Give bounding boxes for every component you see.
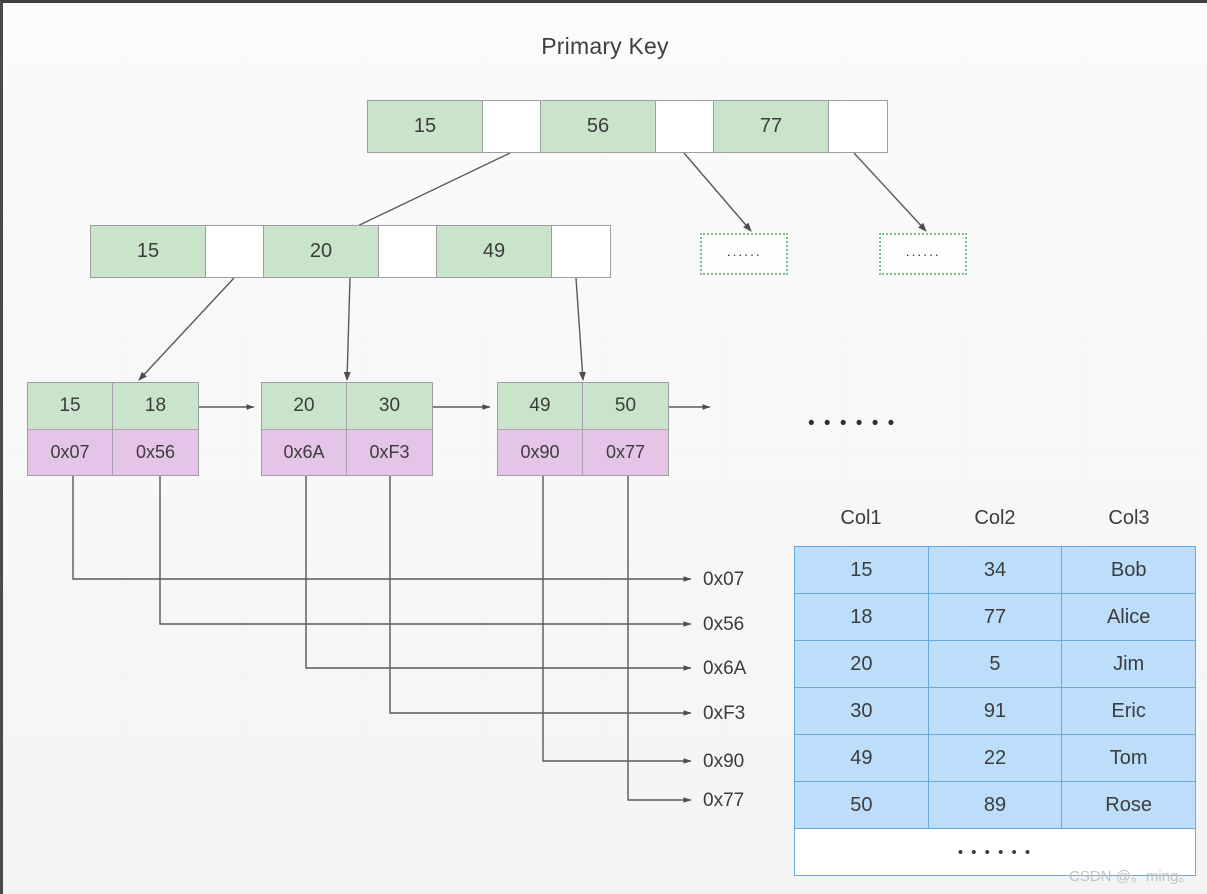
- wire-0x6A: [305, 476, 692, 671]
- internal-key-cell-2[interactable]: 49: [437, 226, 552, 277]
- address-label-0x77: 0x77: [703, 790, 745, 811]
- leaf-node-3[interactable]: 49 50 0x90 0x77: [497, 382, 669, 476]
- internal-pointer-cell-0[interactable]: [206, 226, 264, 277]
- address-label-0x6A: 0x6A: [703, 658, 747, 679]
- table-cell: 91: [927, 687, 1063, 735]
- table-cell: 15: [794, 546, 929, 594]
- address-label-0x56: 0x56: [703, 614, 745, 635]
- leaf-2-key-row: 20 30: [262, 383, 432, 430]
- edge-root-to-placeholder-1: [683, 152, 752, 232]
- table-cell: Tom: [1061, 734, 1196, 782]
- table-row[interactable]: 50 89 Rose: [794, 781, 1196, 829]
- table-more-cell: • • • • • •: [794, 828, 1196, 876]
- edge-internal-to-leaf-1: [138, 277, 235, 381]
- internal-key-cell-1[interactable]: 20: [264, 226, 379, 277]
- leaf-1-key-1[interactable]: 18: [113, 383, 198, 429]
- data-table-header: Col1 Col2 Col3: [794, 507, 1196, 530]
- wire-0xF3: [389, 476, 692, 716]
- column-header-col3: Col3: [1108, 507, 1150, 529]
- edge-internal-to-leaf-2: [343, 277, 351, 381]
- edge-root-to-placeholder-2: [853, 152, 927, 232]
- table-cell: Rose: [1061, 781, 1196, 829]
- table-cell: 20: [794, 640, 929, 688]
- edge-internal-to-leaf-3: [575, 277, 586, 381]
- table-cell: 5: [927, 640, 1063, 688]
- wire-0x07: [72, 476, 692, 582]
- placeholder-ellipsis-1: ······: [726, 246, 762, 262]
- internal-pointer-cell-1[interactable]: [379, 226, 437, 277]
- table-row[interactable]: 18 77 Alice: [794, 593, 1196, 641]
- table-cell: Jim: [1061, 640, 1196, 688]
- table-cell: Eric: [1061, 687, 1196, 735]
- leaf-2-key-0[interactable]: 20: [262, 383, 347, 429]
- wire-0x77: [627, 476, 692, 803]
- root-pointer-cell-0[interactable]: [483, 101, 541, 152]
- table-more-row[interactable]: • • • • • •: [794, 828, 1196, 876]
- leaf-3-key-row: 49 50: [498, 383, 668, 430]
- root-key-cell-1[interactable]: 56: [541, 101, 656, 152]
- column-header-col1: Col1: [840, 507, 882, 529]
- leaf-1-pointer-row: 0x07 0x56: [28, 429, 198, 475]
- internal-index-node[interactable]: 15 20 49: [90, 225, 611, 278]
- table-cell: Alice: [1061, 593, 1196, 641]
- leaf-2-key-1[interactable]: 30: [347, 383, 432, 429]
- placeholder-ellipsis-2: ······: [905, 246, 941, 262]
- table-cell: 30: [794, 687, 929, 735]
- root-key-cell-2[interactable]: 77: [714, 101, 829, 152]
- leaf-3-key-1[interactable]: 50: [583, 383, 668, 429]
- leaf-3-key-0[interactable]: 49: [498, 383, 583, 429]
- leaf-2-pointer-0[interactable]: 0x6A: [262, 429, 347, 475]
- column-header-col2: Col2: [974, 507, 1016, 529]
- leaf-1-pointer-0[interactable]: 0x07: [28, 429, 113, 475]
- leaf-3-pointer-row: 0x90 0x77: [498, 429, 668, 475]
- table-row[interactable]: 15 34 Bob: [794, 546, 1196, 594]
- edge-root-to-internal: [346, 152, 511, 232]
- internal-pointer-cell-2[interactable]: [552, 226, 610, 277]
- table-cell: 50: [794, 781, 929, 829]
- table-cell: 34: [927, 546, 1063, 594]
- table-cell: 77: [927, 593, 1063, 641]
- leaf-3-pointer-0[interactable]: 0x90: [498, 429, 583, 475]
- wire-0x56: [159, 476, 692, 627]
- watermark: CSDN @。ming。: [1069, 868, 1194, 885]
- leaf-1-pointer-1[interactable]: 0x56: [113, 429, 198, 475]
- leaf-node-1[interactable]: 15 18 0x07 0x56: [27, 382, 199, 476]
- page-title: Primary Key: [541, 33, 669, 59]
- root-index-node[interactable]: 15 56 77: [367, 100, 888, 153]
- leaf-2-pointer-1[interactable]: 0xF3: [347, 429, 432, 475]
- table-cell: Bob: [1061, 546, 1196, 594]
- leaf-1-key-0[interactable]: 15: [28, 383, 113, 429]
- address-label-0xF3: 0xF3: [703, 703, 746, 724]
- placeholder-node-2[interactable]: ······: [879, 233, 967, 275]
- leaf-1-key-row: 15 18: [28, 383, 198, 430]
- table-cell: 22: [927, 734, 1063, 782]
- leaf-2-pointer-row: 0x6A 0xF3: [262, 429, 432, 475]
- root-key-cell-0[interactable]: 15: [368, 101, 483, 152]
- internal-key-cell-0[interactable]: 15: [91, 226, 206, 277]
- table-row[interactable]: 20 5 Jim: [794, 640, 1196, 688]
- leaf-chain-ellipsis: • • • • • •: [808, 413, 897, 434]
- wire-0x90: [542, 476, 692, 764]
- leaf-3-pointer-1[interactable]: 0x77: [583, 429, 668, 475]
- placeholder-node-1[interactable]: ······: [700, 233, 788, 275]
- root-pointer-cell-1[interactable]: [656, 101, 714, 152]
- table-row[interactable]: 49 22 Tom: [794, 734, 1196, 782]
- address-label-0x07: 0x07: [703, 569, 745, 590]
- table-cell: 18: [794, 593, 929, 641]
- data-table: 15 34 Bob 18 77 Alice 20 5 Jim 30 91 Eri…: [794, 546, 1196, 876]
- leaf-node-2[interactable]: 20 30 0x6A 0xF3: [261, 382, 433, 476]
- table-cell: 89: [927, 781, 1063, 829]
- table-row[interactable]: 30 91 Eric: [794, 687, 1196, 735]
- address-label-0x90: 0x90: [703, 751, 745, 772]
- table-cell: 49: [794, 734, 929, 782]
- root-pointer-cell-2[interactable]: [829, 101, 887, 152]
